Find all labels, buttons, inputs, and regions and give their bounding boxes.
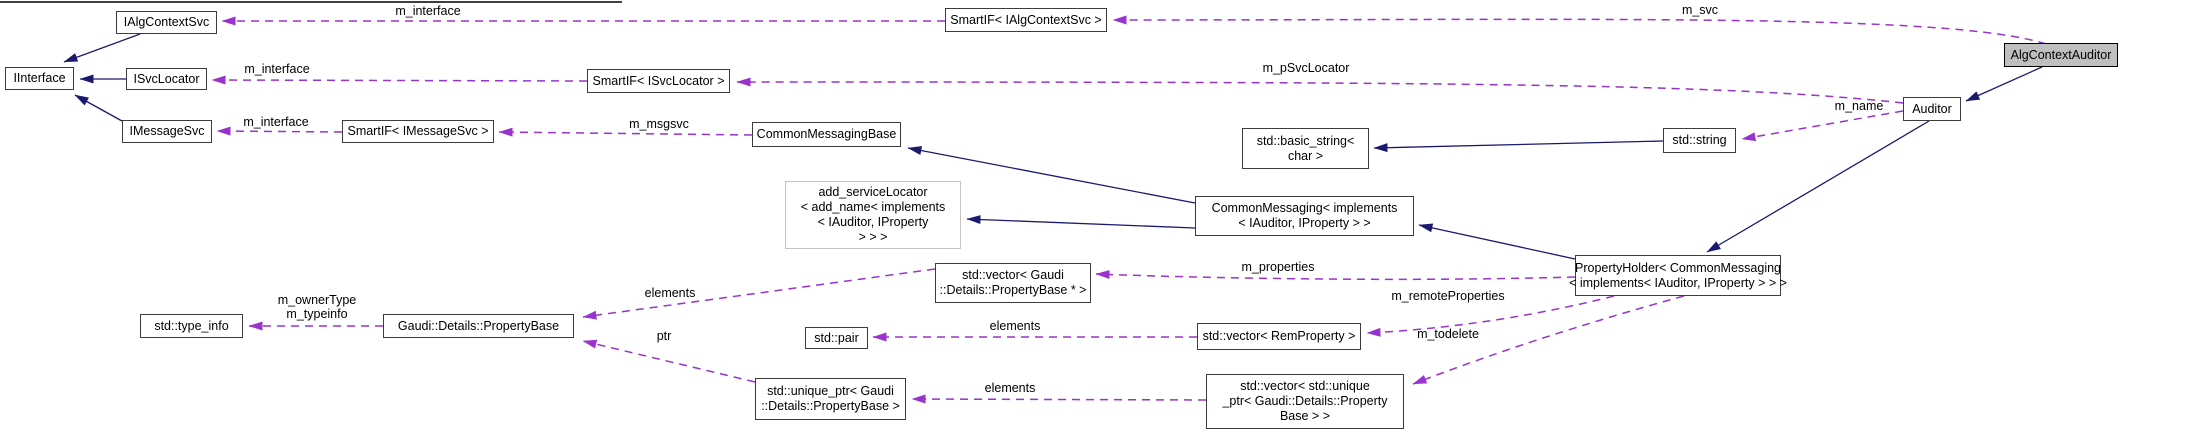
node-ialgcontextsvc[interactable]: IAlgContextSvc <box>116 11 217 34</box>
edge-use-auditor-stdstring <box>1741 110 1904 142</box>
edge-use-vectoruniqueptr-uniqueptr <box>911 394 1207 404</box>
node-isvclocator[interactable]: ISvcLocator <box>126 68 207 90</box>
edge-label-elements-uptr: elements <box>984 381 1036 395</box>
edge-label-m-ownertype-typeinfo: m_ownerType m_typeinfo <box>277 293 357 321</box>
node-unique-ptr-propertybase[interactable]: std::unique_ptr< Gaudi ::Details::Proper… <box>755 378 906 420</box>
edge-inherit-algcontextauditor-auditor <box>1965 66 2043 102</box>
edge-label-m-properties: m_properties <box>1241 260 1315 274</box>
edge-label-m-psvclocator: m_pSvcLocator <box>1262 61 1350 75</box>
edge-label-ptr: ptr <box>656 329 672 343</box>
edge-label-m-msgsvc: m_msgsvc <box>629 117 689 131</box>
edge-use-smartifmsg-imessagesvc <box>216 126 343 136</box>
edge-inherit-auditor-propertyholder <box>1706 120 1930 253</box>
node-vector-propertybase-ptr[interactable]: std::vector< Gaudi ::Details::PropertyBa… <box>935 263 1091 303</box>
edge-label-elements-properties: elements <box>644 286 696 300</box>
edge-label-m-todelete: m_todelete <box>1417 327 1479 341</box>
edge-use-smartifsvc-isvclocator <box>211 75 588 85</box>
edge-use-propertyholder-vectorpropertybase <box>1095 270 1576 281</box>
node-auditor[interactable]: Auditor <box>1903 97 1961 121</box>
edge-use-propertyholder-vectorremproperty <box>1366 295 1615 337</box>
node-std-type-info[interactable]: std::type_info <box>140 314 243 338</box>
edge-inherit-imessagesvc-iinterface <box>74 94 123 122</box>
edge-inherit-propertyholder-commonmessaging <box>1418 223 1576 260</box>
edge-inherit-ialgcontextsvc-iinterface <box>63 33 141 63</box>
node-vector-unique-ptr[interactable]: std::vector< std::unique _ptr< Gaudi::De… <box>1206 374 1404 429</box>
edge-label-elements-rem: elements <box>989 319 1041 333</box>
edge-label-m-svc: m_svc <box>1681 3 1719 17</box>
node-propertyholder[interactable]: PropertyHolder< CommonMessaging < implem… <box>1569 255 1787 296</box>
node-smartif-ialgcontextsvc[interactable]: SmartIF< IAlgContextSvc > <box>945 8 1107 32</box>
edge-use-algcontextauditor-smartifalg <box>1112 15 2047 45</box>
node-std-string[interactable]: std::string <box>1663 128 1736 153</box>
node-commonmessagingbase[interactable]: CommonMessagingBase <box>752 122 901 147</box>
edge-use-uniqueptr-propertybase <box>582 339 756 383</box>
node-gaudi-details-propertybase[interactable]: Gaudi::Details::PropertyBase <box>383 314 574 338</box>
edge-label-m-remoteproperties: m_remoteProperties <box>1391 289 1505 303</box>
edge-label-m-name: m_name <box>1834 99 1884 113</box>
node-commonmessaging-implements[interactable]: CommonMessaging< implements < IAuditor, … <box>1195 196 1414 236</box>
node-std-basic-string[interactable]: std::basic_string< char > <box>1242 128 1369 169</box>
node-smartif-imessagesvc[interactable]: SmartIF< IMessageSvc > <box>342 120 494 143</box>
edge-label-m-interface-svc: m_interface <box>244 62 310 76</box>
edge-inherit-commonmessaging-addservicelocator <box>966 215 1196 229</box>
edge-inherit-stdstring-basicstring <box>1373 140 1664 153</box>
edge-label-m-interface-msg: m_interface <box>243 115 309 129</box>
node-smartif-isvclocator[interactable]: SmartIF< ISvcLocator > <box>587 69 730 93</box>
node-vector-remproperty[interactable]: std::vector< RemProperty > <box>1197 323 1361 350</box>
edge-label-m-interface-alg: m_interface <box>395 4 461 18</box>
edge-use-auditor-smartifsvc <box>736 77 1904 104</box>
node-add-servicelocator: add_serviceLocator < add_name< implement… <box>785 181 961 249</box>
node-iinterface[interactable]: IInterface <box>5 67 74 90</box>
node-imessagesvc[interactable]: IMessageSvc <box>122 120 212 143</box>
node-std-pair[interactable]: std::pair <box>805 327 868 349</box>
edge-use-vectorpropertybase-propertybase <box>582 268 936 320</box>
edge-use-commonmessagingbase-smartifmsg <box>498 127 753 137</box>
edge-use-propertyholder-vectoruniqueptr <box>1412 295 1685 385</box>
node-algcontextauditor: AlgContextAuditor <box>2004 43 2118 67</box>
edge-inherit-commonmessaging-commonmessagingbase <box>907 146 1196 204</box>
